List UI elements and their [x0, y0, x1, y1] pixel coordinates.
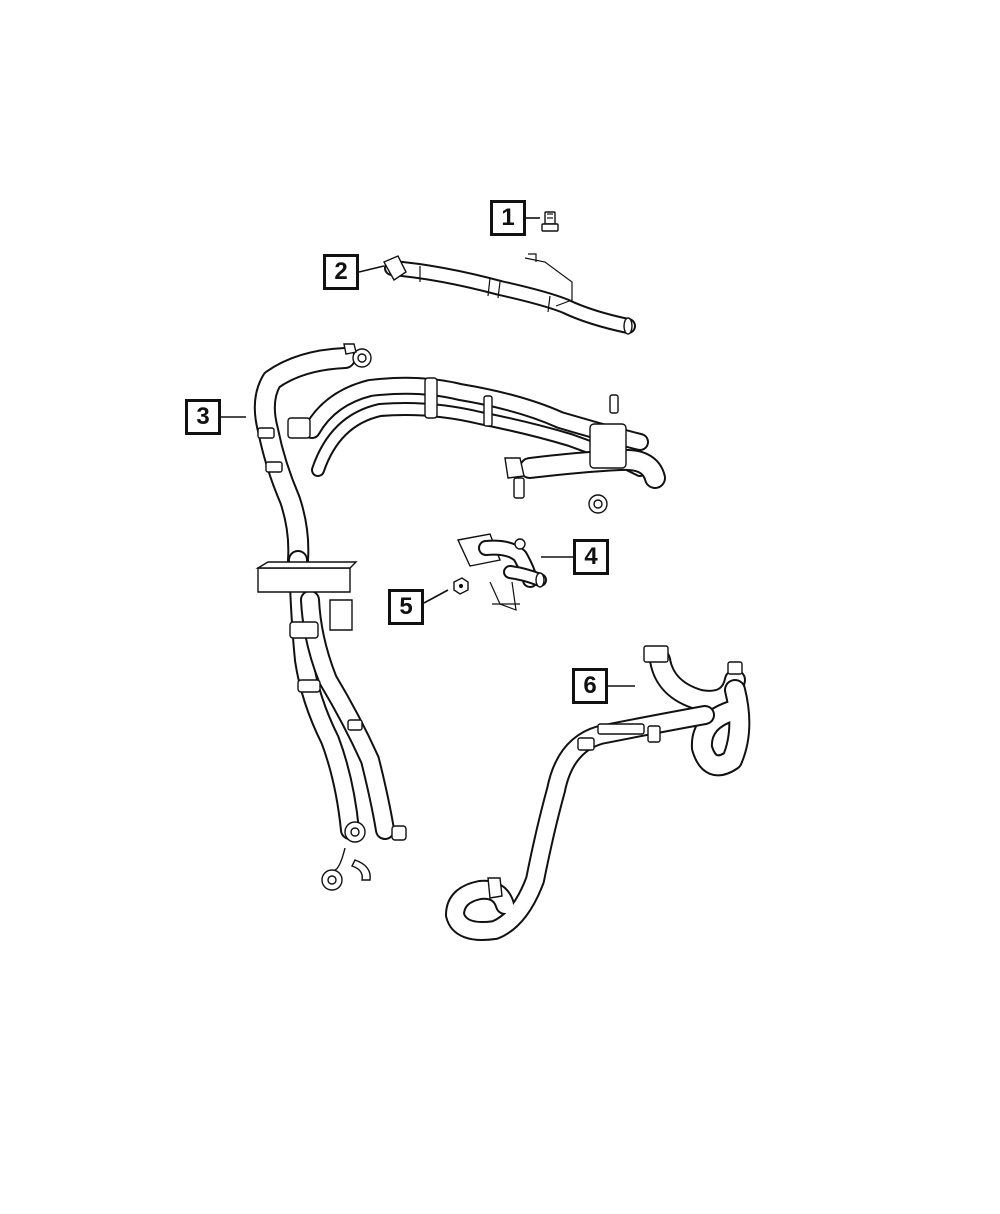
- hose-assembly-3[interactable]: [253, 343, 666, 891]
- callout-3-label: 3: [196, 403, 210, 430]
- callout-6[interactable]: 6: [572, 668, 608, 704]
- callout-1-label: 1: [501, 204, 515, 231]
- nut-part[interactable]: [453, 577, 469, 595]
- callout-5-label: 5: [399, 593, 413, 620]
- callout-2[interactable]: 2: [323, 254, 359, 290]
- callout-1[interactable]: 1: [490, 200, 526, 236]
- callout-3[interactable]: 3: [185, 399, 221, 435]
- bolt-part[interactable]: [541, 211, 559, 232]
- callout-5[interactable]: 5: [388, 589, 424, 625]
- hose-part-6[interactable]: [445, 645, 751, 941]
- leader-2: [358, 265, 385, 273]
- hose-part-2[interactable]: [383, 253, 636, 335]
- callout-6-label: 6: [583, 672, 597, 699]
- callout-2-label: 2: [334, 258, 348, 285]
- leader-lines: [221, 217, 635, 687]
- leader-5: [423, 589, 449, 604]
- coolant-fitting-4[interactable]: [456, 533, 547, 611]
- callout-4[interactable]: 4: [573, 539, 609, 575]
- callout-4-label: 4: [584, 543, 598, 570]
